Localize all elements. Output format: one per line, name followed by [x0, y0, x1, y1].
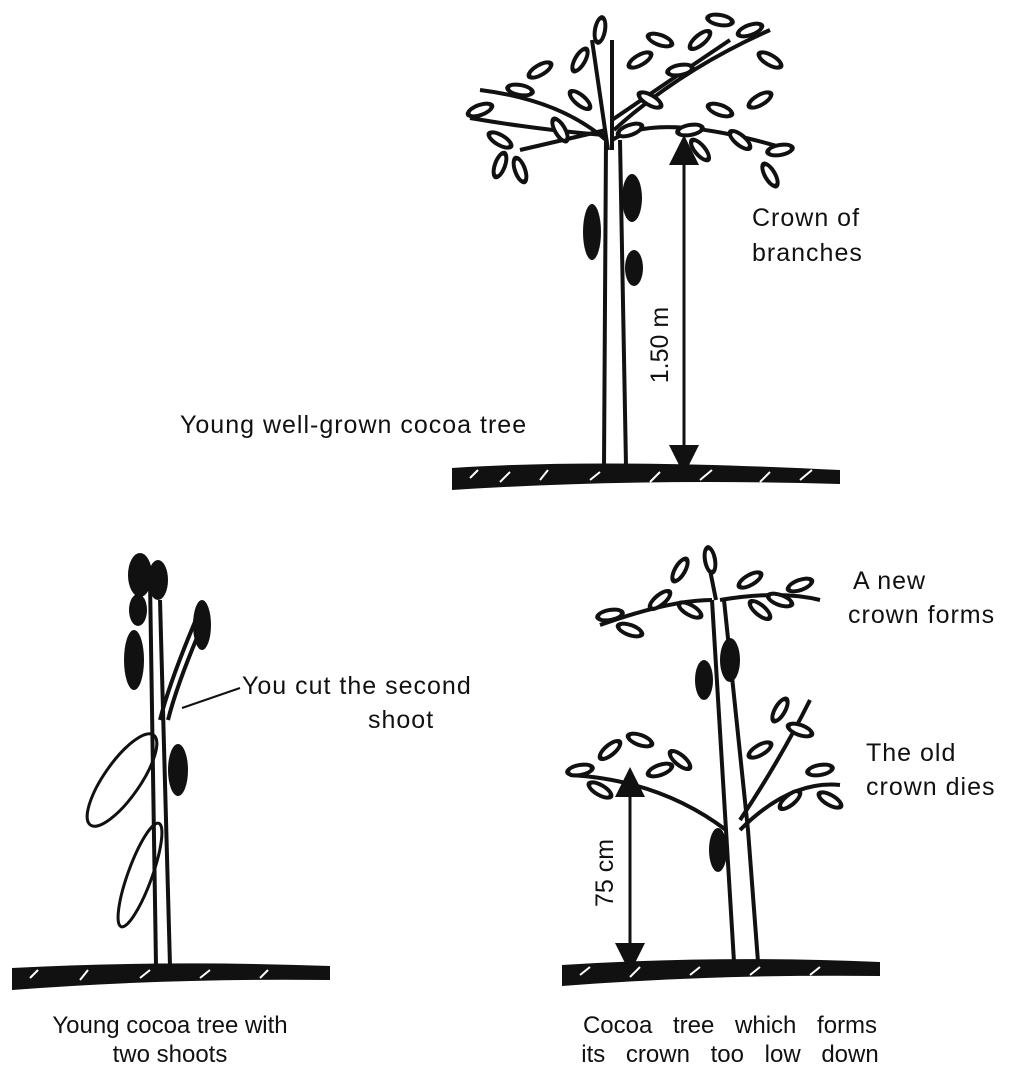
caption-right-line2: its crown too low down [520, 1041, 940, 1069]
tree-side-label: Young well-grown cocoa tree [180, 410, 527, 440]
ground-left [12, 963, 330, 990]
callout-label-line1: You cut the second [242, 671, 472, 701]
old-crown-label-line1: The old [866, 738, 956, 768]
ground-top [452, 463, 840, 490]
height-label-top: 1.50 m [645, 295, 675, 395]
crown-leaves-top [464, 11, 796, 192]
crown-label-line1: Crown of [752, 203, 860, 233]
crown-label-line2: branches [752, 238, 863, 268]
ground-right [562, 959, 880, 986]
callout-label-line2: shoot [368, 705, 434, 735]
caption-left-line2: two shoots [0, 1041, 340, 1069]
pods-top [583, 174, 643, 286]
leaves-left [76, 553, 211, 931]
caption-left-line1: Young cocoa tree with [0, 1012, 340, 1040]
caption-right-line1: Cocoa tree which forms [520, 1012, 940, 1040]
callout-line-left [182, 688, 240, 708]
old-crown-label-line2: crown dies [866, 772, 996, 802]
new-crown-label-line1: A new [853, 566, 926, 596]
height-label-right: 75 cm [590, 823, 620, 923]
new-crown-leaves [594, 544, 816, 642]
two-shoot-tree [12, 553, 330, 990]
new-crown-label-line2: crown forms [848, 600, 995, 630]
